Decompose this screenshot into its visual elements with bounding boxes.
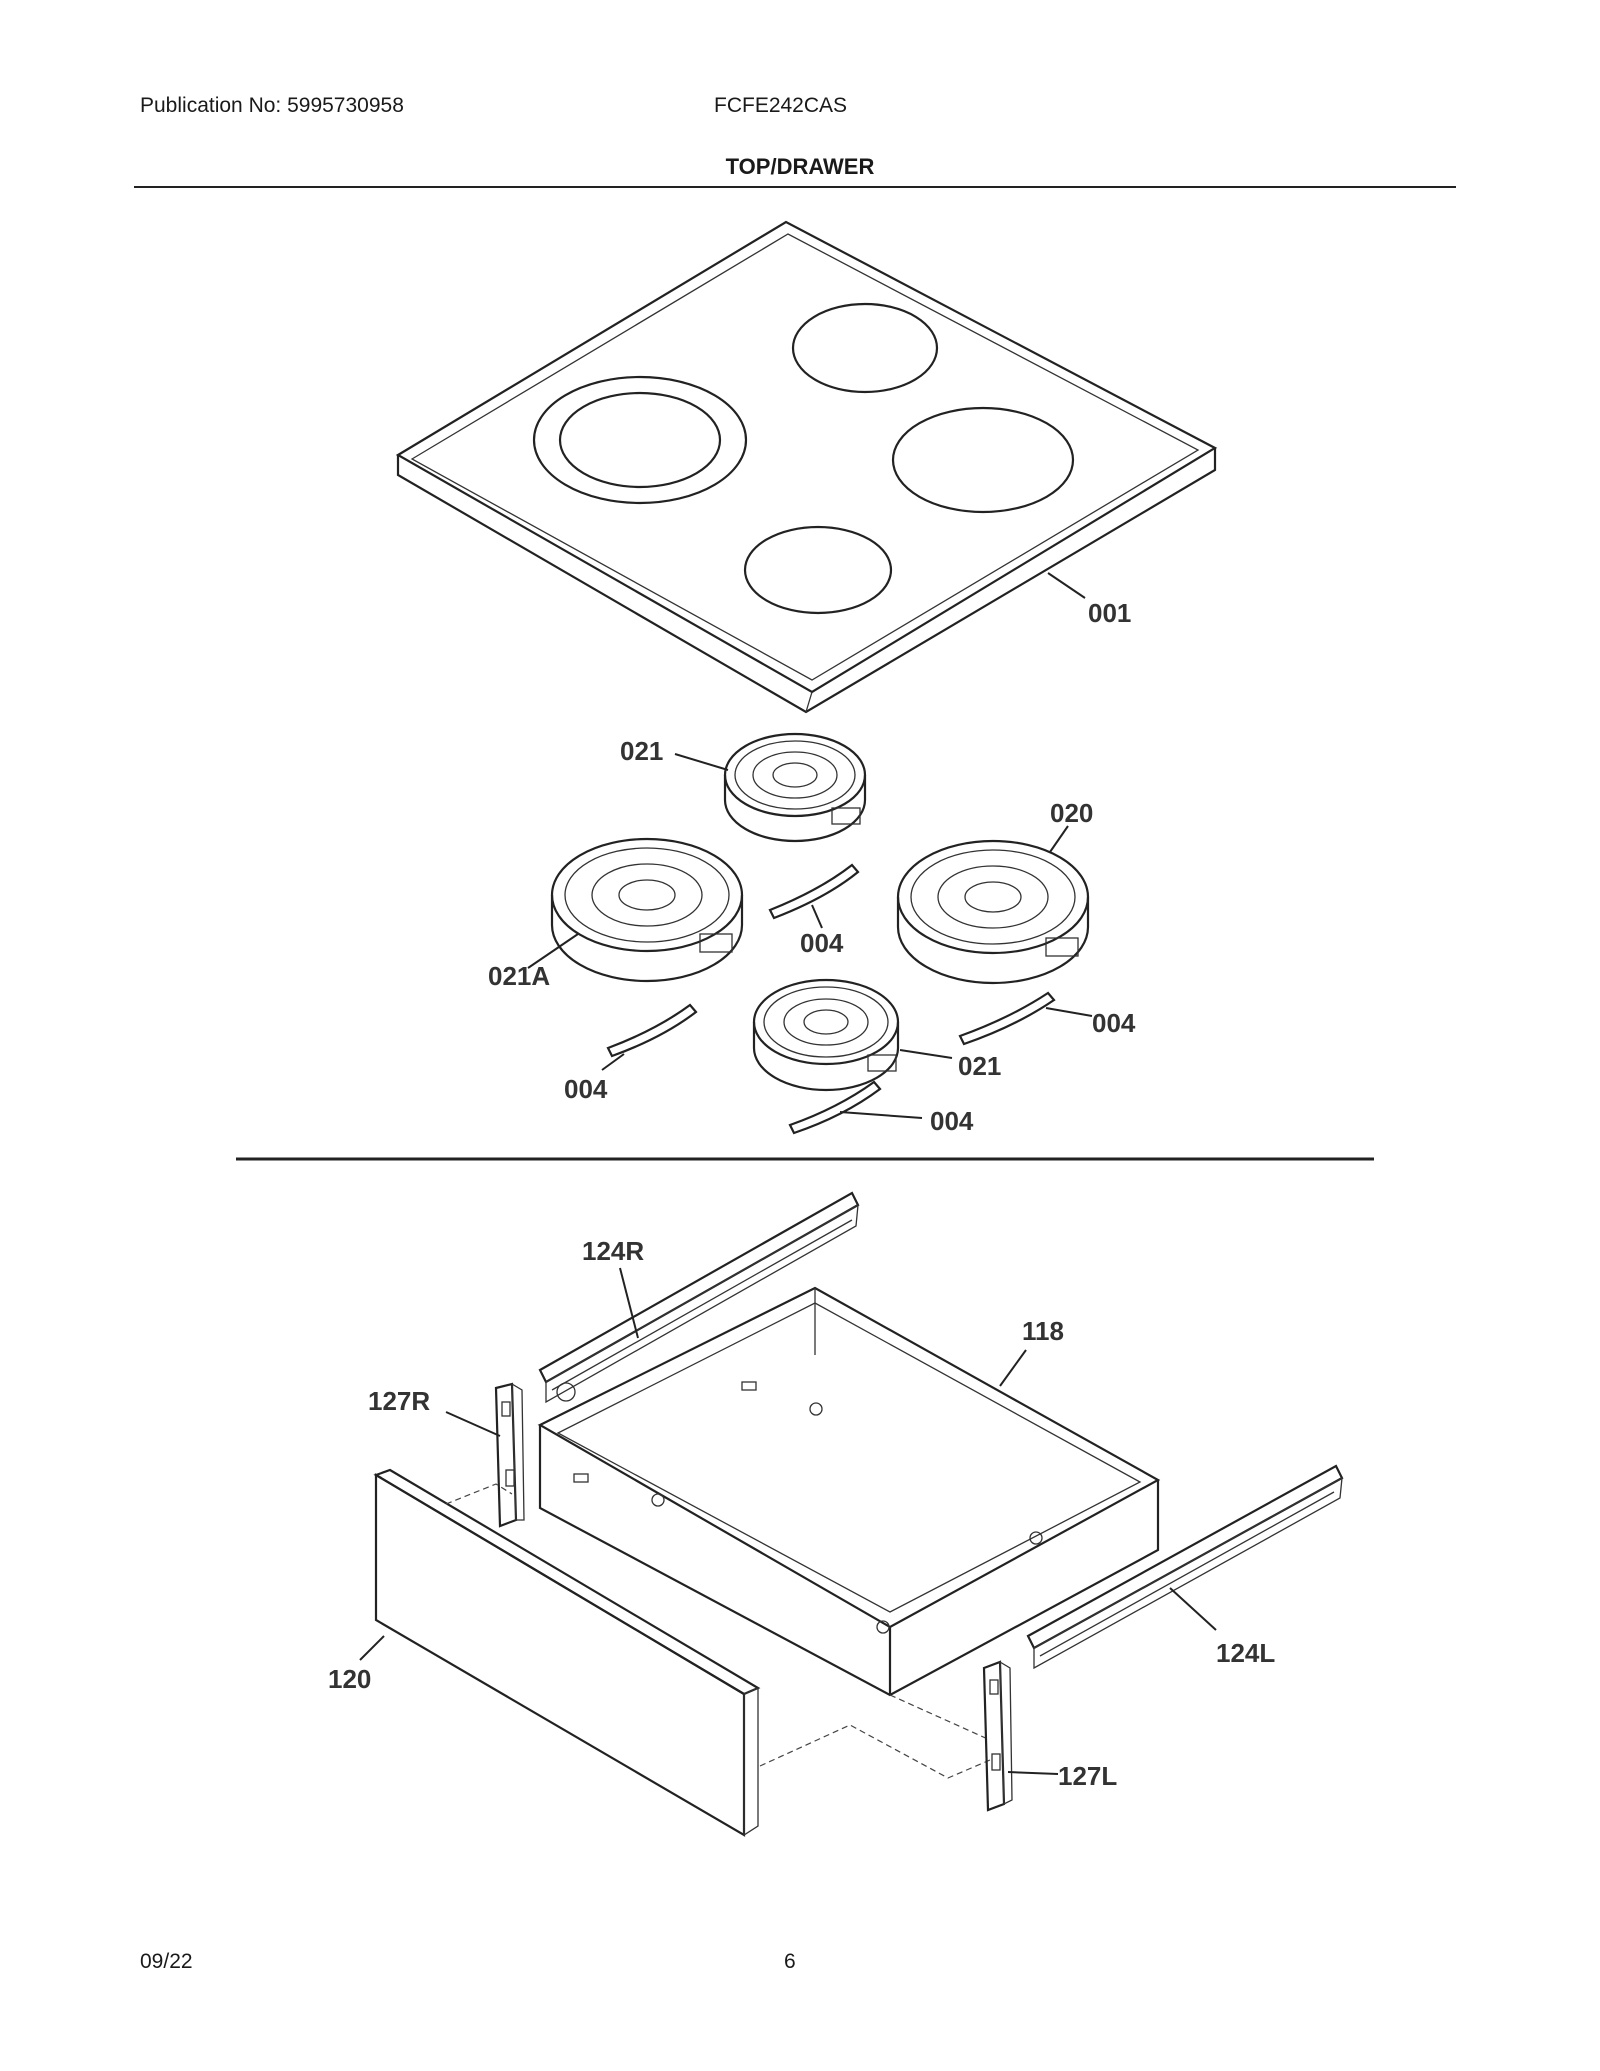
callout-021a: 021A (488, 961, 550, 991)
footer-date: 09/22 (140, 1950, 193, 1973)
alignment-line-right (759, 1724, 991, 1779)
callout-004-right: 004 (1092, 1008, 1136, 1038)
callout-127r: 127R (368, 1386, 430, 1416)
callout-021-top: 021 (620, 736, 663, 766)
leader-004-bottom (839, 1111, 923, 1119)
strap-004-bottom (788, 1080, 882, 1135)
element-021-bottom (752, 978, 900, 1092)
leader-120 (359, 1635, 385, 1661)
leader-004-left (601, 1053, 625, 1071)
leader-001 (1047, 572, 1086, 599)
leader-021-top (674, 753, 729, 771)
callout-120: 120 (328, 1664, 371, 1694)
leader-004-right (1045, 1007, 1093, 1017)
strap-004-mid (768, 863, 860, 920)
alignment-line-left (445, 1483, 513, 1505)
drawer-body-118 (537, 1286, 1161, 1697)
leader-118 (999, 1349, 1027, 1387)
leader-124r (619, 1267, 639, 1339)
callout-124l: 124L (1216, 1638, 1275, 1668)
alignment-line-drawer (889, 1694, 991, 1741)
callout-127l: 127L (1058, 1761, 1117, 1791)
leader-020 (1049, 825, 1069, 853)
callout-021-bottom: 021 (958, 1051, 1001, 1081)
footer-page-number: 6 (784, 1950, 796, 1973)
drawer-slide-124l (1026, 1464, 1344, 1670)
drawer-front-120 (373, 1468, 761, 1837)
callout-004-bottom: 004 (930, 1106, 974, 1136)
drawer-slide-124r (538, 1191, 860, 1404)
callout-004-mid: 004 (800, 928, 844, 958)
callout-118: 118 (1022, 1316, 1064, 1346)
strap-004-left (606, 1003, 698, 1058)
callout-001: 001 (1088, 598, 1131, 628)
leader-124l (1169, 1587, 1217, 1631)
element-021-top (723, 732, 867, 843)
leader-004-mid (811, 904, 823, 929)
header-rule (134, 186, 1456, 188)
element-020 (896, 839, 1090, 985)
page-title: TOP/DRAWER (725, 154, 875, 179)
leader-127r (445, 1411, 501, 1437)
leader-021a (527, 933, 579, 969)
callout-020: 020 (1050, 798, 1093, 828)
model-number: FCFE242CAS (714, 94, 848, 117)
cooktop-glass (395, 220, 1218, 714)
publication-number: Publication No: 5995730958 (140, 94, 404, 117)
callout-124r: 124R (582, 1236, 644, 1266)
callout-004-left: 004 (564, 1074, 608, 1104)
leader-021-bottom (899, 1049, 953, 1059)
leader-127l (1007, 1771, 1059, 1775)
drawer-bracket-127l (982, 1660, 1013, 1812)
element-021a (550, 837, 744, 983)
strap-004-right (958, 991, 1056, 1046)
drawer-bracket-127r (494, 1382, 525, 1528)
